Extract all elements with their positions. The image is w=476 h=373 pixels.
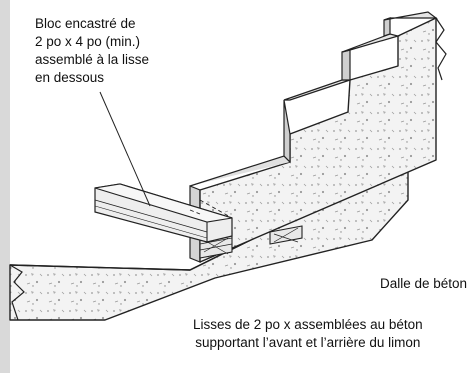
label-concrete-slab: Dalle de béton [380, 276, 468, 291]
embedded-block [94, 183, 233, 243]
stair-stringer [189, 11, 447, 263]
leader-line [99, 91, 151, 207]
label-bottom-plates: Lisses de 2 po x assemblées au béton sup… [193, 317, 423, 350]
label-embedded-block: Bloc encastré de 2 po x 4 po (min.) asse… [35, 16, 150, 85]
left-margin-bar [0, 0, 10, 373]
